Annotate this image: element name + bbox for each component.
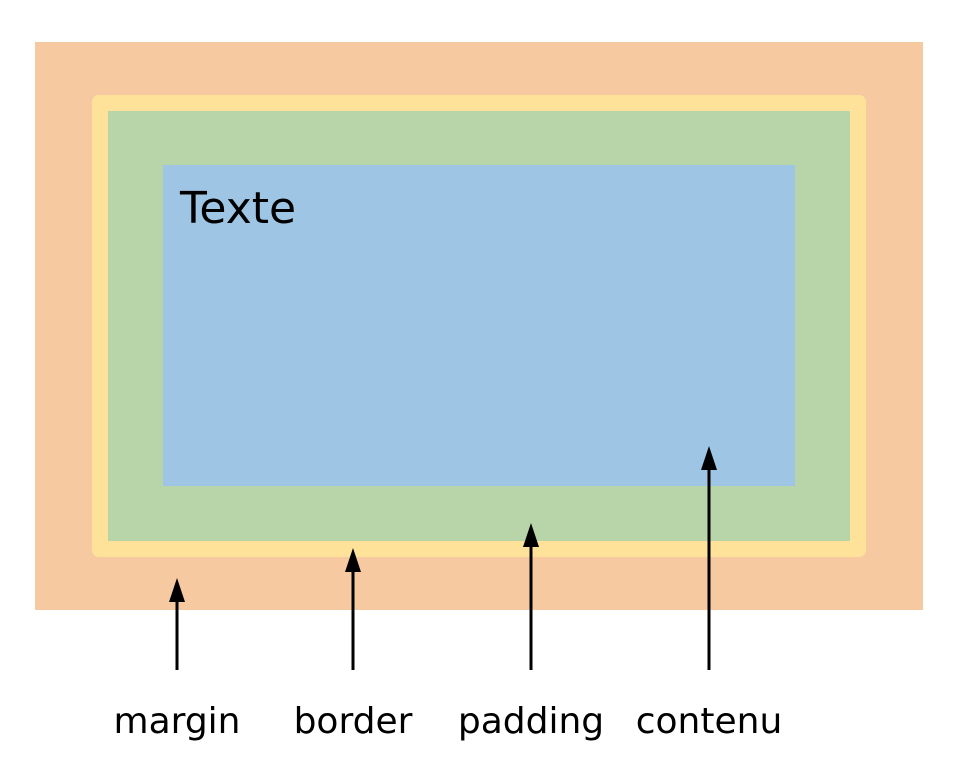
border-label: border: [293, 701, 413, 742]
padding-label: padding: [457, 701, 605, 742]
content-label: contenu: [635, 701, 783, 742]
content-text: Texte: [180, 183, 297, 234]
content-area: Texte: [163, 165, 795, 486]
margin-label: margin: [113, 701, 241, 742]
